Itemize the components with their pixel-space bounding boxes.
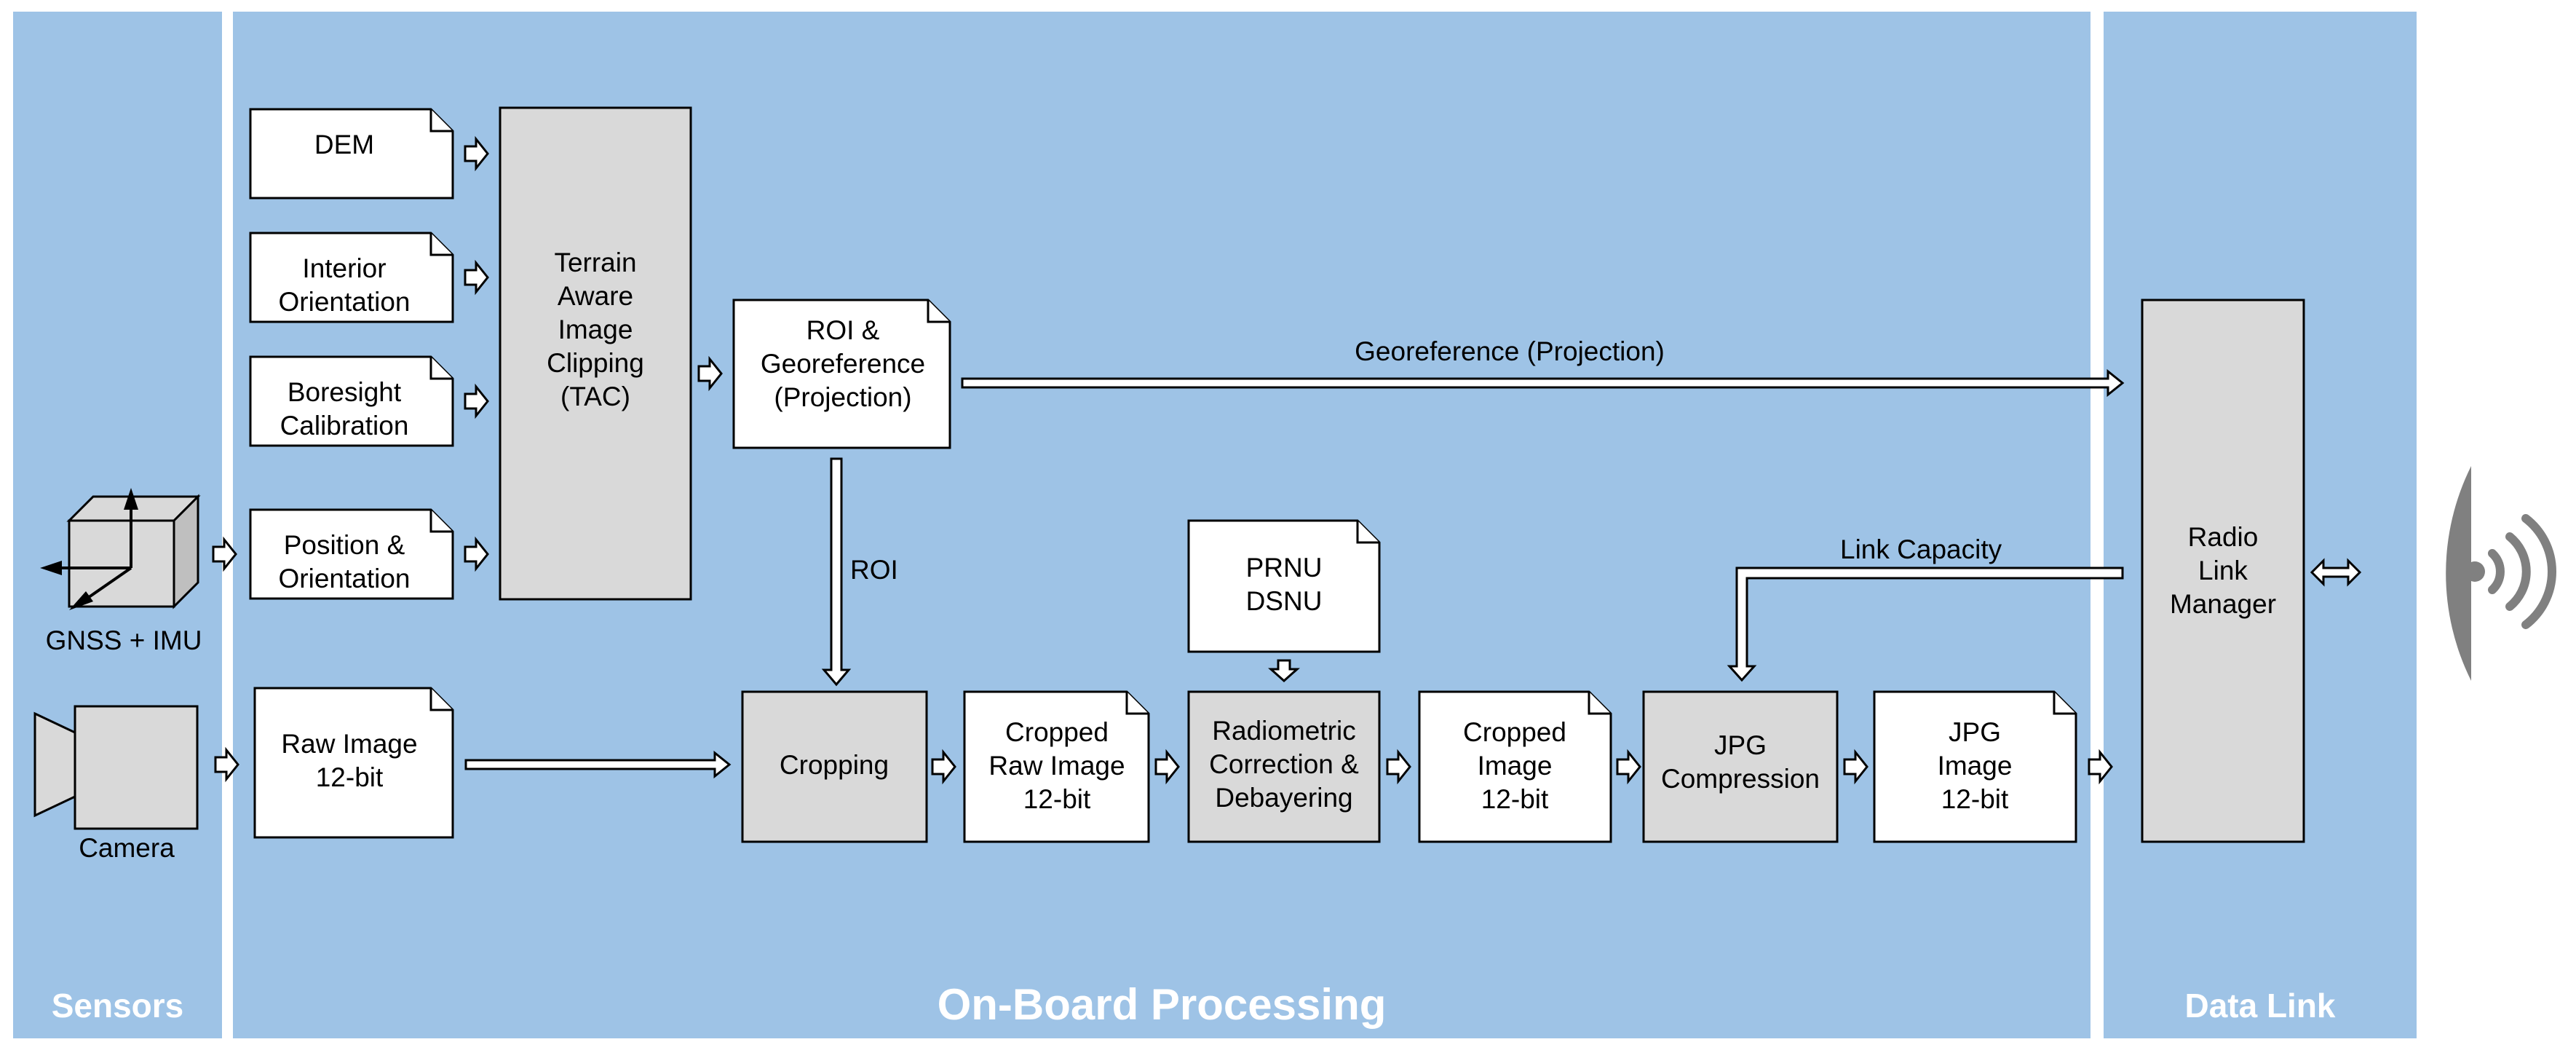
- node-roi-georeference: ROI & Georeference(Projection): [732, 299, 951, 449]
- arrow-raw-cropping: [464, 750, 732, 779]
- arrow-boresight-tac: [464, 383, 489, 419]
- processing-panel-label: On-Board Processing: [937, 980, 1387, 1029]
- node-tac-line-3: Clipping: [547, 348, 644, 378]
- node-roi-geo-text: ROI & Georeference(Projection): [761, 315, 925, 412]
- node-radio-line-2: Manager: [2170, 589, 2276, 619]
- camera-icon: [33, 705, 199, 830]
- arrow-link-capacity: [1727, 567, 2124, 682]
- node-interior-line-0: Interior: [302, 253, 386, 283]
- arrow-dem-tac: [464, 135, 489, 172]
- node-prnu-line-0: PRNU: [1246, 553, 1323, 583]
- arrow-roi-cropping: [821, 457, 852, 687]
- arrow-jpgimg-radio: [2088, 749, 2113, 785]
- node-position-line-0: Position &: [284, 530, 405, 560]
- arrow-prnu-radiometric: [1268, 659, 1300, 683]
- node-roi_geo-line-0: ROI &: [807, 315, 880, 345]
- arrow-croppedimg-jpgcomp: [1616, 749, 1641, 785]
- node-cropped_raw-line-1: Raw Image: [988, 751, 1125, 781]
- node-boresight-line-1: Calibration: [280, 411, 409, 441]
- node-radio-line-1: Link: [2198, 556, 2248, 585]
- gnss-imu-cube-icon: [40, 488, 201, 610]
- node-jpg-comp-text: JPG Compression: [1661, 730, 1820, 794]
- node-dem: DEM: [249, 108, 454, 200]
- node-jpg_img-line-2: 12-bit: [1941, 784, 2009, 814]
- node-roi_geo-line-1: Georeference: [761, 349, 925, 379]
- small-arrows: [212, 135, 2113, 785]
- node-jpg_comp-line-0: JPG: [1714, 730, 1767, 760]
- arrow-camera-raw: [214, 746, 239, 783]
- arrow-radio-antenna: [2310, 558, 2362, 587]
- sensors-panel-label: Sensors: [51, 987, 184, 1025]
- arrow-position-tac: [464, 536, 489, 572]
- node-cropping-line-0: Cropping: [780, 750, 889, 780]
- node-position-line-1: Orientation: [279, 564, 411, 593]
- node-cropped_img-line-2: 12-bit: [1481, 784, 1549, 814]
- node-raw-line-0: Raw Image: [281, 729, 417, 759]
- arrow-cropping-croppedraw: [931, 749, 956, 785]
- arrow-radiometric-croppedimg: [1386, 749, 1411, 785]
- arrow-jpgcomp-jpgimg: [1843, 749, 1868, 785]
- node-cropping: Cropping: [741, 690, 928, 843]
- node-cropped_img-line-0: Cropped: [1463, 717, 1566, 747]
- node-jpg_comp-line-1: Compression: [1661, 764, 1820, 794]
- gnss-imu-label: GNSS + IMU: [46, 625, 202, 655]
- node-interior-line-1: Orientation: [279, 287, 411, 317]
- edge-label-georeference: Georeference (Projection): [1355, 336, 1665, 366]
- node-tac-line-2: Image: [558, 315, 633, 344]
- satellite-antenna-icon: [2446, 466, 2557, 681]
- node-tac-line-4: (TAC): [560, 382, 630, 411]
- node-cropped_raw-line-0: Cropped: [1005, 717, 1109, 747]
- node-roi_geo-line-2: (Projection): [774, 382, 911, 412]
- node-radiometric-line-0: Radiometric: [1212, 716, 1355, 746]
- node-cropped_raw-line-2: 12-bit: [1023, 784, 1091, 814]
- edge-label-link-capacity: Link Capacity: [1840, 534, 2002, 564]
- arrow-gnss-position: [212, 536, 237, 572]
- node-radiometric-line-1: Correction &: [1209, 749, 1359, 779]
- node-cropping-text: Cropping: [780, 750, 889, 780]
- node-tac-line-1: Aware: [558, 281, 633, 311]
- arrow-georeference: [961, 368, 2125, 398]
- arrow-tac-roi: [697, 355, 723, 392]
- node-raw-line-1: 12-bit: [316, 762, 384, 792]
- node-position-text: Position & Orientation: [279, 530, 411, 593]
- arrow-interior-tac: [464, 259, 489, 296]
- node-position-orientation: Position & Orientation: [249, 508, 454, 600]
- node-boresight-line-0: Boresight: [288, 377, 402, 407]
- node-cropped_img-line-1: Image: [1478, 751, 1553, 781]
- datalink-panel-label: Data Link: [2184, 987, 2336, 1025]
- node-tac-line-0: Terrain: [554, 248, 636, 277]
- arrow-croppedraw-radiometric: [1154, 749, 1180, 785]
- edge-label-roi: ROI: [850, 555, 898, 585]
- camera-label: Camera: [79, 833, 175, 863]
- node-dem-line-0: DEM: [314, 130, 374, 159]
- node-dem-text: DEM: [314, 130, 374, 159]
- node-jpg_img-line-1: Image: [1938, 751, 2013, 781]
- node-jpg_img-line-0: JPG: [1949, 717, 2001, 747]
- node-radio-line-0: Radio: [2188, 522, 2259, 552]
- node-prnu-line-1: DSNU: [1246, 586, 1323, 616]
- node-jpg-compression: JPG Compression: [1642, 690, 1839, 843]
- node-radiometric-line-2: Debayering: [1215, 783, 1352, 813]
